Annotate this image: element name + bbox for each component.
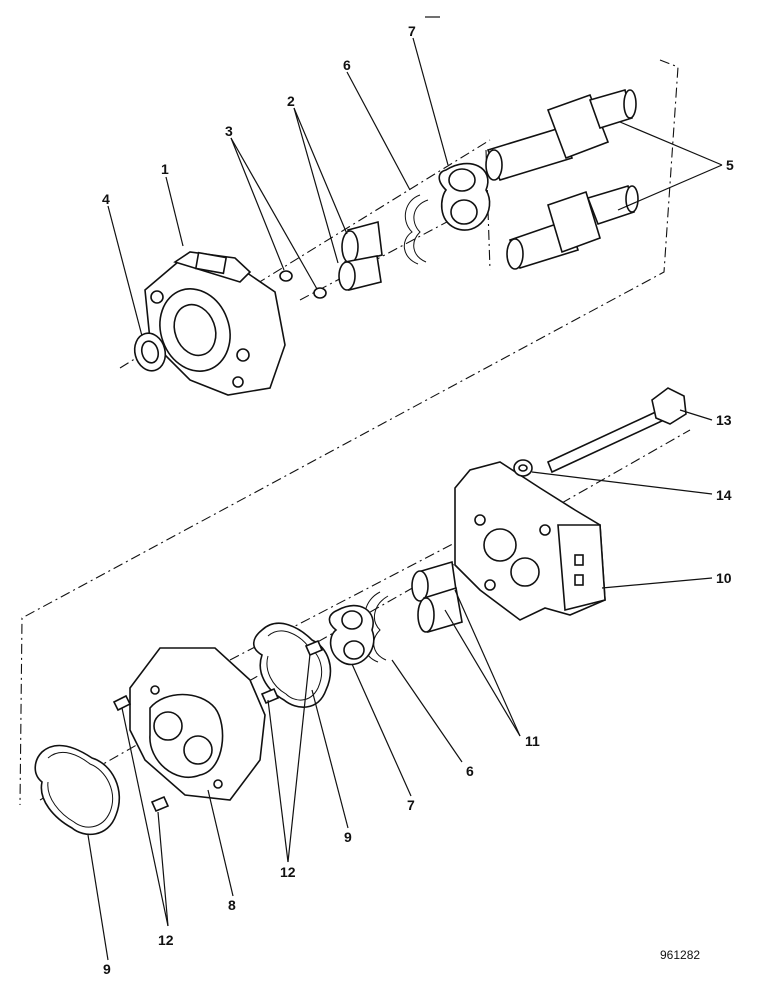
wear-plate-part-7-bottom bbox=[328, 604, 375, 666]
callout-10: 10 bbox=[716, 570, 732, 586]
gear-housing-part-8 bbox=[129, 647, 266, 801]
callout-9-mid: 9 bbox=[344, 829, 352, 845]
gear-shafts-part-5 bbox=[485, 89, 639, 270]
callout-12-mid: 12 bbox=[280, 864, 296, 880]
bolt-part-13 bbox=[546, 387, 687, 474]
callout-3: 3 bbox=[225, 123, 233, 139]
callout-12-bottom: 12 bbox=[158, 932, 174, 948]
assembly-centerlines bbox=[19, 59, 691, 806]
seal-part-6-top bbox=[403, 194, 429, 265]
callout-labels: 1 2 3 4 5 6 7 13 14 10 11 6 7 9 12 8 12 … bbox=[102, 23, 734, 977]
leader-lines bbox=[87, 37, 723, 961]
callout-14: 14 bbox=[716, 487, 732, 503]
callout-11: 11 bbox=[525, 733, 540, 749]
callout-13: 13 bbox=[716, 412, 732, 428]
callout-7-bottom: 7 bbox=[407, 797, 415, 813]
callout-6-top: 6 bbox=[343, 57, 351, 73]
callout-7-top: 7 bbox=[408, 23, 416, 39]
bushes-part-11 bbox=[411, 560, 463, 634]
callout-9-bottom: 9 bbox=[103, 961, 111, 977]
dowel-pins-part-3 bbox=[279, 270, 327, 299]
callout-4: 4 bbox=[102, 191, 110, 207]
gasket-part-9-bottom bbox=[34, 744, 121, 836]
front-cover-part-1 bbox=[144, 251, 286, 396]
callout-8: 8 bbox=[228, 897, 236, 913]
wear-plate-part-7-top bbox=[438, 162, 491, 231]
callout-6-bottom: 6 bbox=[466, 763, 474, 779]
callout-2: 2 bbox=[287, 93, 295, 109]
shaft-seal-part-4 bbox=[133, 332, 167, 372]
pump-body-part-10 bbox=[454, 461, 606, 621]
drawing-reference-number: 961282 bbox=[660, 948, 700, 962]
callout-5: 5 bbox=[726, 157, 734, 173]
washer-part-14 bbox=[513, 459, 533, 477]
bushes-part-2 bbox=[338, 220, 383, 291]
dowels-part-12 bbox=[112, 639, 324, 813]
callout-1: 1 bbox=[161, 161, 169, 177]
